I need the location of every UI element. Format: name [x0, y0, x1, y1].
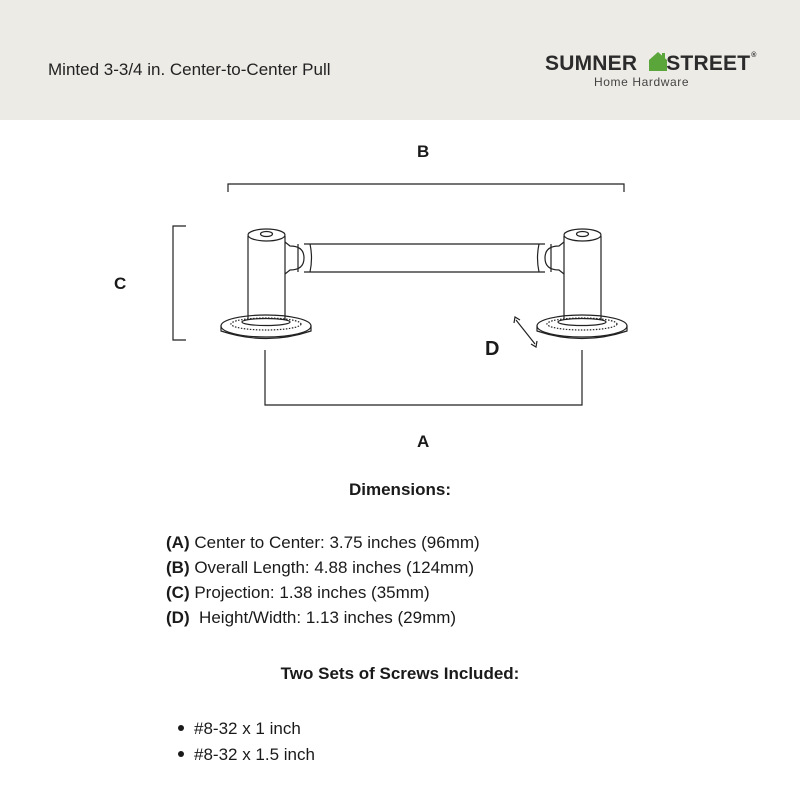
dimension-row-b: (B) Overall Length: 4.88 inches (124mm) [166, 555, 480, 580]
dimension-drawing: B C D A [0, 120, 800, 460]
dimension-row-d: (D) Height/Width: 1.13 inches (29mm) [166, 605, 480, 630]
dimensions-list: (A) Center to Center: 3.75 inches (96mm)… [166, 530, 480, 630]
product-title: Minted 3-3/4 in. Center-to-Center Pull [48, 60, 331, 79]
dimension-row-a: (A) Center to Center: 3.75 inches (96mm) [166, 530, 480, 555]
left-post [247, 228, 305, 320]
brand-tagline: Home Hardware [594, 75, 690, 89]
registered-mark: ® [751, 52, 757, 59]
label-d: D [485, 338, 500, 360]
dimension-key: (A) [166, 533, 190, 552]
left-base [220, 314, 312, 340]
dimension-line-a [264, 350, 583, 406]
dimension-text: Projection: 1.38 inches (35mm) [189, 583, 430, 602]
header-banner: Minted 3-3/4 in. Center-to-Center Pull S… [0, 0, 800, 120]
screw-item-text: #8-32 x 1 inch [194, 719, 301, 738]
bullet-icon [178, 724, 184, 731]
right-post [544, 228, 602, 320]
screw-item-text: #8-32 x 1.5 inch [194, 745, 315, 764]
label-a: A [417, 432, 430, 451]
pull-drawing [172, 183, 628, 406]
brand-name-part2: STREET [666, 52, 751, 75]
dimension-key: (B) [166, 558, 190, 577]
list-item: #8-32 x 1.5 inch [178, 742, 315, 768]
dimension-text: Overall Length: 4.88 inches (124mm) [189, 558, 475, 577]
dimensions-heading: Dimensions: [348, 480, 452, 499]
bullet-icon [178, 750, 184, 757]
dimension-key: (C) [166, 583, 190, 602]
brand-name-part1: SUMNER [545, 52, 638, 75]
screws-list: #8-32 x 1 inch #8-32 x 1.5 inch [178, 716, 315, 768]
dimension-line-d [513, 316, 538, 348]
dimension-key: (D) [166, 608, 190, 627]
brand-logo: SUMNER STREET® Home Hardware [545, 48, 765, 94]
dimension-line-b [227, 183, 625, 192]
dimension-text: Height/Width: 1.13 inches (29mm) [189, 608, 457, 627]
list-item: #8-32 x 1 inch [178, 716, 315, 742]
label-b: B [417, 142, 430, 161]
house-icon [649, 52, 667, 71]
dimension-row-c: (C) Projection: 1.38 inches (35mm) [166, 580, 480, 605]
pull-bar [304, 243, 545, 273]
dimension-text: Center to Center: 3.75 inches (96mm) [189, 533, 480, 552]
brand-name: SUMNER STREET® [545, 52, 757, 76]
screws-heading: Two Sets of Screws Included: [280, 664, 520, 683]
right-base [536, 314, 628, 340]
label-c: C [114, 274, 127, 293]
dimension-line-c [172, 225, 186, 341]
